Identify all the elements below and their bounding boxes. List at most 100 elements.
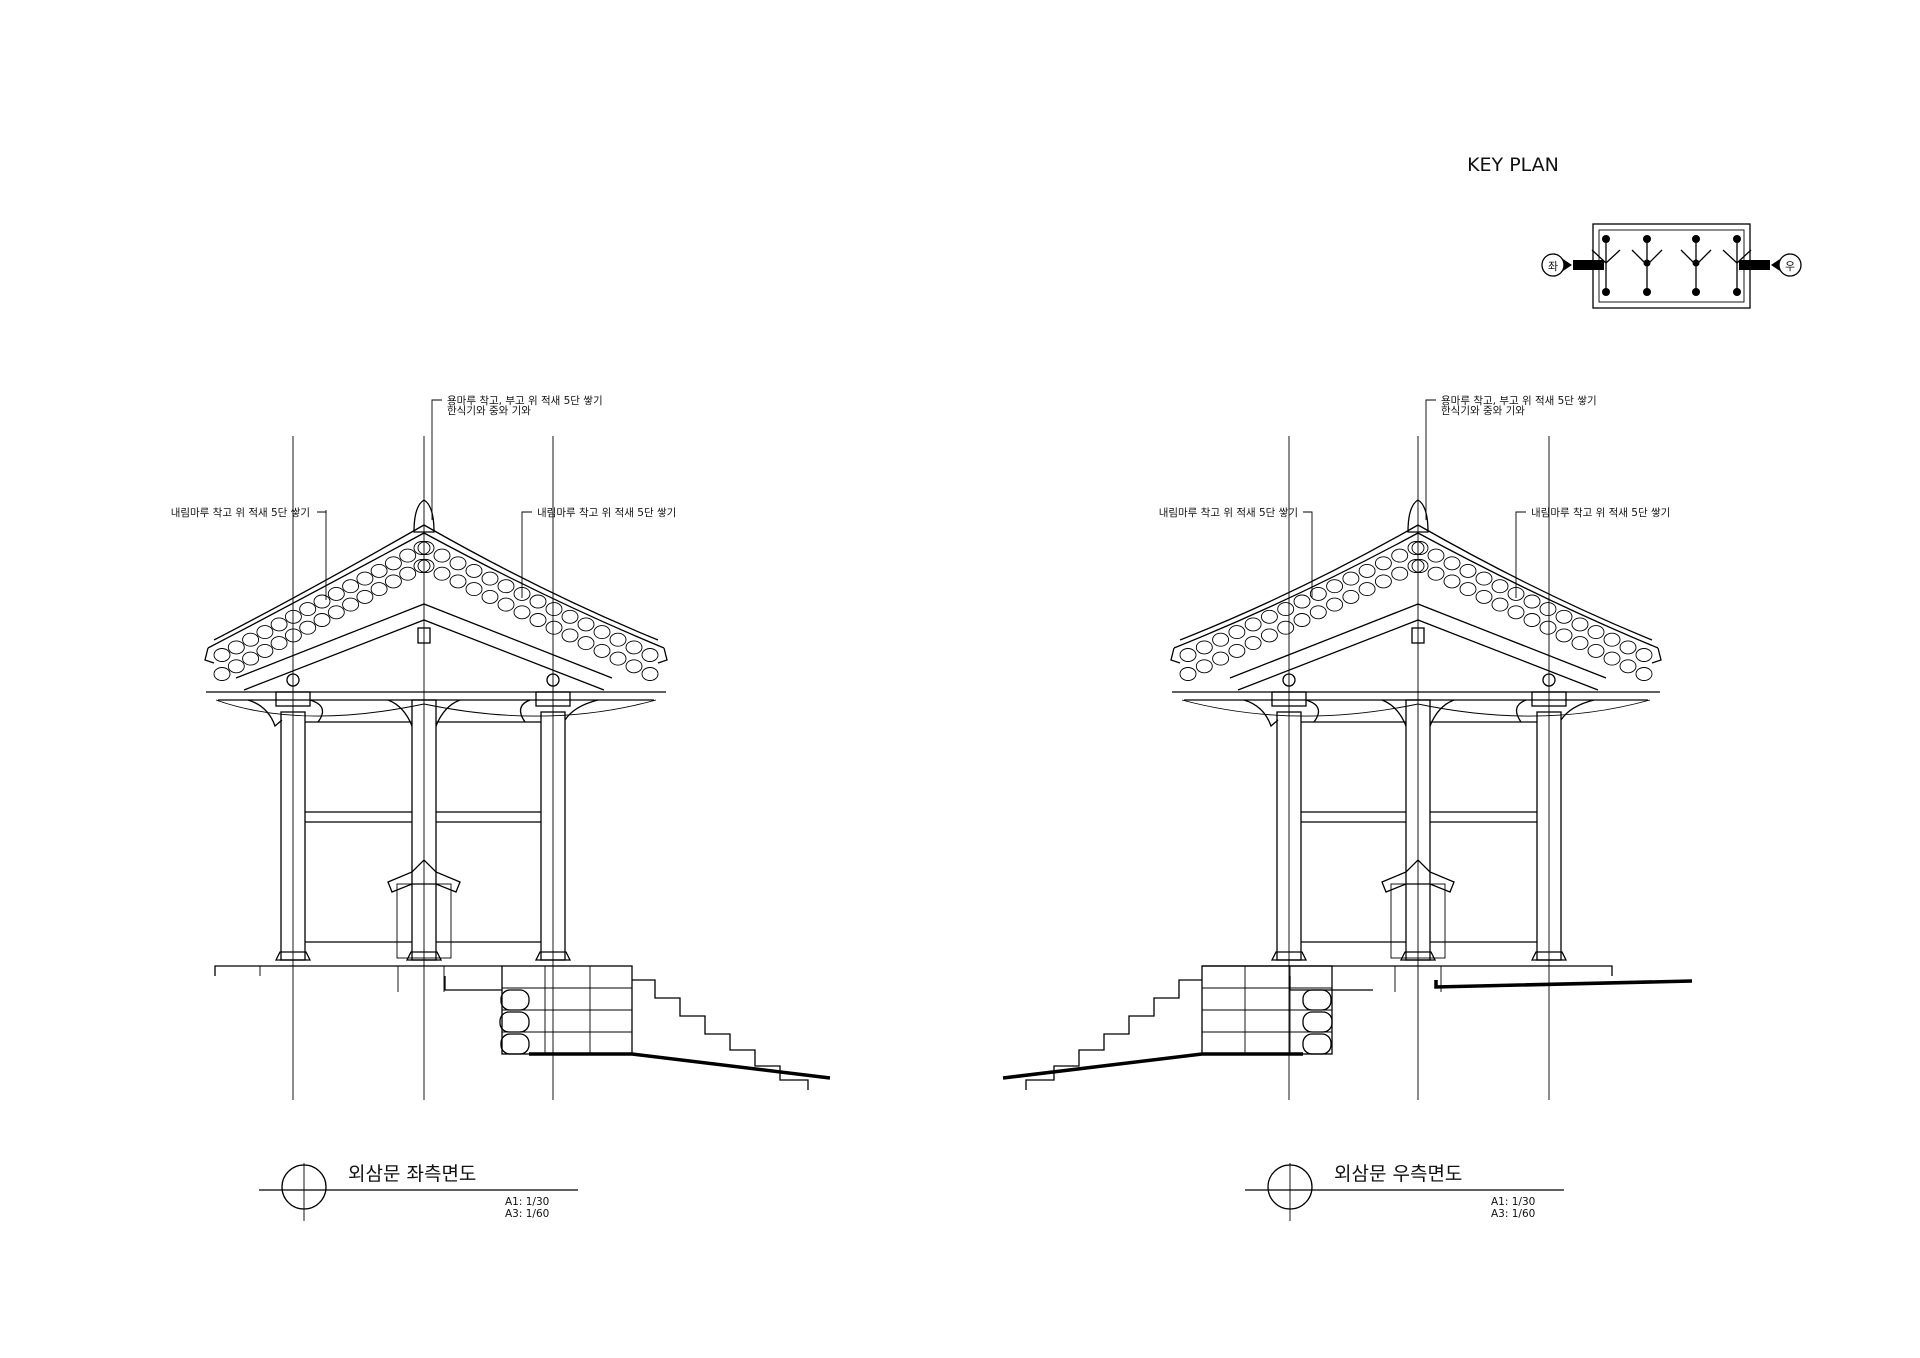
roof-tile: [1326, 579, 1344, 594]
note-ridge-line-2: 한식기와 중와 기와: [447, 405, 531, 417]
roof-tile: [1619, 659, 1637, 674]
key-plan-outer-frame: [1592, 223, 1751, 309]
key-plan-left-view-marker: 좌: [1541, 253, 1572, 277]
roof-tile: [1587, 643, 1605, 658]
roof-tile: [625, 640, 643, 655]
roof-tile: [413, 541, 431, 555]
roof-tile: [1293, 613, 1311, 627]
structure: [1243, 673, 1595, 961]
roof-tile: [1491, 597, 1509, 612]
roof-tile: [609, 651, 627, 666]
door-hardware: [387, 859, 461, 959]
roof-tile: [1635, 667, 1653, 681]
roof-tile: [1619, 640, 1637, 655]
roof-tile: [1539, 620, 1557, 635]
roof-tile: [1391, 548, 1409, 563]
door-hardware: [1381, 859, 1455, 959]
annotations: 용마루 착고, 부고 위 적새 5단 쌓기 한식기와 중와 기와 내림마루 착고…: [171, 394, 676, 600]
grid-lines: [1288, 436, 1550, 1100]
roof-tile: [342, 579, 360, 594]
scale-a1: A1: 1/30: [505, 1196, 549, 1208]
roof-tile: [593, 643, 611, 658]
stone-rubble: [1302, 989, 1333, 1055]
roof-tile: [1427, 566, 1445, 581]
view-title: 외삼문 우측면도: [1334, 1163, 1462, 1185]
roof-tile: [399, 548, 417, 563]
roof-tile: [1277, 602, 1295, 617]
roof-tile: [227, 640, 245, 655]
roof-tile: [1603, 651, 1621, 666]
key-plan-inner-frame: [1598, 229, 1745, 303]
scale-a3: A3: 1/60: [1491, 1208, 1535, 1220]
roof-tile: [384, 574, 402, 589]
roof-tile: [1443, 556, 1461, 571]
roof-tile: [213, 667, 231, 681]
roof-tile: [313, 613, 331, 627]
structure: [247, 673, 599, 961]
roof-tile: [1635, 648, 1653, 662]
roof-tile: [433, 548, 451, 563]
key-plan-column-symbols: [1591, 235, 1752, 296]
roof-tile: [1587, 625, 1605, 640]
roof-tile-pattern: [213, 541, 659, 681]
roof-tile: [1228, 643, 1246, 658]
roof-tile: [1179, 648, 1197, 662]
roof-tile: [1459, 563, 1477, 578]
note-ridge-line-1: 용마루 착고, 부고 위 적새 5단 쌓기: [1441, 394, 1597, 407]
roof-tile-pattern: [1179, 541, 1653, 681]
roof-tile: [1411, 541, 1429, 555]
roof-tile: [545, 602, 563, 617]
roof-tile: [1358, 563, 1376, 578]
roof-tile: [1342, 589, 1360, 604]
roof-tile: [242, 651, 260, 666]
ground-and-steps: [214, 965, 831, 1090]
roof-tile: [497, 579, 515, 594]
roof-tile: [1212, 651, 1230, 666]
roof-tile: [1407, 541, 1425, 555]
roof-tile: [1475, 589, 1493, 604]
roof: [204, 499, 668, 717]
roof-tile: [1309, 586, 1327, 601]
roof-tile: [609, 632, 627, 647]
roof-tile: [270, 617, 288, 632]
note-hip-right: 내림마루 착고 위 적새 5단 쌓기: [1531, 506, 1670, 519]
roof-tile: [1195, 659, 1213, 674]
roof-tile: [384, 556, 402, 571]
key-plan-right-view-marker: 우: [1771, 253, 1802, 277]
roof-tile: [513, 605, 531, 620]
roof-tile: [593, 625, 611, 640]
roof-tile: [433, 566, 451, 581]
roof-tile: [1212, 632, 1230, 647]
right-side-elevation: 용마루 착고, 부고 위 적새 5단 쌓기 한식기와 중와 기와 내림마루 착고…: [1002, 394, 1693, 1221]
roof-tile: [1179, 667, 1197, 681]
roof-tile: [497, 597, 515, 612]
roof-tile: [413, 559, 431, 573]
roof-tile: [1603, 632, 1621, 647]
roof-tile: [1358, 582, 1376, 597]
roof-tile: [1475, 571, 1493, 586]
roof-tile: [641, 667, 659, 681]
roof-tile: [313, 594, 331, 609]
roof-tile: [641, 648, 659, 662]
roof-tile: [1407, 559, 1425, 573]
key-plan-right-marker-label: 우: [1785, 260, 1795, 273]
roof-tile: [1228, 625, 1246, 640]
roof-tile: [1507, 605, 1525, 620]
roof-tile: [1293, 594, 1311, 609]
scale-a1: A1: 1/30: [1491, 1196, 1535, 1208]
view-title-block: 외삼문 좌측면도 A1: 1/30 A3: 1/60: [259, 1163, 578, 1221]
roof-tile: [1309, 605, 1327, 620]
roof-tile: [256, 643, 274, 658]
roof-tile: [1374, 574, 1392, 589]
roof-tile: [1459, 582, 1477, 597]
roof-tile: [545, 620, 563, 635]
annotations: 용마루 착고, 부고 위 적새 5단 쌓기 한식기와 중와 기와 내림마루 착고…: [1159, 394, 1670, 598]
roof-tile: [1555, 609, 1573, 624]
roof-tile: [399, 566, 417, 581]
roof-tile: [284, 609, 302, 624]
roof: [1170, 499, 1662, 717]
key-plan-left-marker-label: 좌: [1548, 260, 1558, 273]
roof-tile: [1326, 597, 1344, 612]
